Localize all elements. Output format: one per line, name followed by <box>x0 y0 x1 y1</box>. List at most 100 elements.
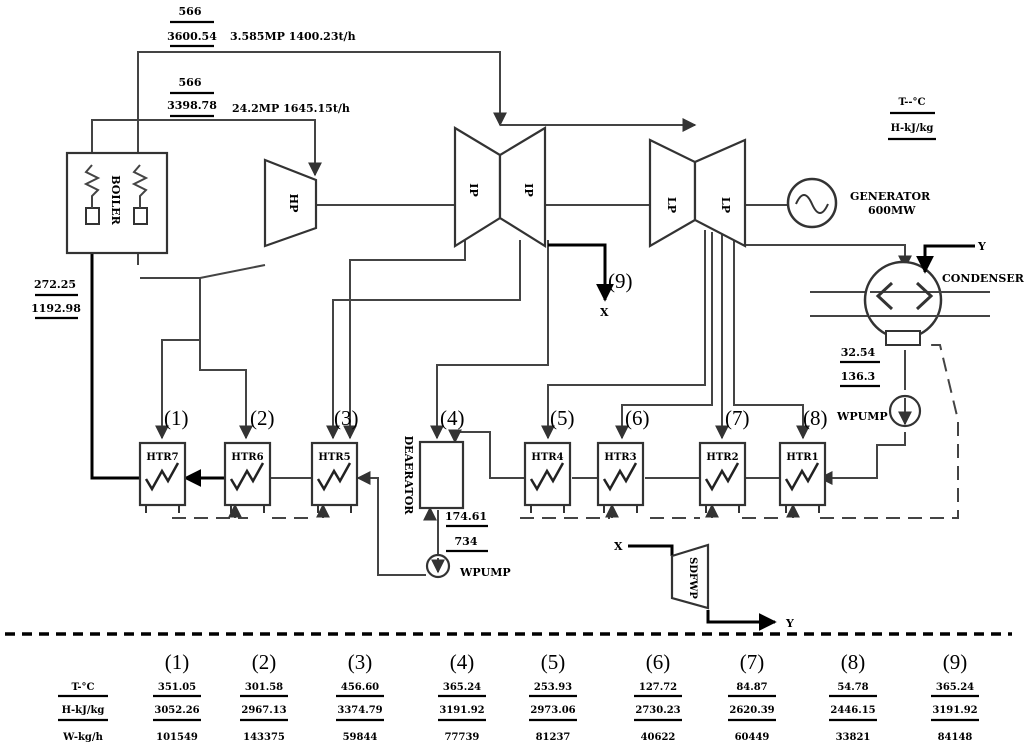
sdfwp-label: SDFWP <box>687 557 698 599</box>
condenser-label: CONDENSER <box>942 272 1024 285</box>
table-cell-enthalpy: 2973.06 <box>530 705 575 716</box>
units-legend: T--°C H-kJ/kg <box>888 97 936 141</box>
table-column-label: (3) <box>348 650 373 674</box>
extraction-label-8: (8) <box>803 406 828 430</box>
units-temperature: T--°C <box>898 97 925 108</box>
hp-label: HP <box>287 194 300 213</box>
heater-htr2: HTR2 <box>698 441 747 513</box>
table-column-label: (4) <box>450 650 475 674</box>
condensate-pump: WPUMP <box>836 394 922 428</box>
reheat-annotation: 566 3600.54 3.585MP 1400.23t/h <box>167 5 356 48</box>
table-cell-temperature: 127.72 <box>639 682 677 693</box>
drain-cascade <box>172 344 959 519</box>
extraction-label-5: (5) <box>550 406 575 430</box>
sdfwp-x-line <box>628 544 674 556</box>
generator-label-1: GENERATOR <box>850 190 931 203</box>
feedwater-annotation: 272.25 1192.98 <box>31 278 81 320</box>
extraction-label-2: (2) <box>250 406 275 430</box>
main-steam-line <box>91 119 322 177</box>
extraction-label-3: (3) <box>334 406 359 430</box>
table-cell-flow: 40622 <box>641 732 676 743</box>
condensate-enthalpy: 136.3 <box>841 370 875 383</box>
extraction-table: T-°C H-kJ/kg W-kg/h (1)351.053052.261015… <box>58 650 979 743</box>
extraction-label-group: (1) (2) (3) (4) (5) (6) (7) (8) <box>164 406 828 430</box>
table-cell-flow: 60449 <box>735 732 770 743</box>
condensate-pump-label: WPUMP <box>836 410 888 423</box>
deaerator: DEAERATOR <box>402 436 465 516</box>
table-cell-flow: 33821 <box>836 732 871 743</box>
heater-label: HTR5 <box>318 452 350 463</box>
table-cell-flow: 143375 <box>243 732 285 743</box>
boiler: BOILER <box>65 151 169 255</box>
condenser: CONDENSER Y <box>810 240 1024 346</box>
lp-right-label: LP <box>719 197 732 213</box>
main-steam-flow: 24.2MP 1645.15t/h <box>232 102 350 115</box>
heater-htr3: HTR3 <box>596 441 645 513</box>
table-cell-enthalpy: 3374.79 <box>337 705 382 716</box>
feedpump-to-htr5 <box>356 471 426 576</box>
deaerator-outlet-enthalpy: 734 <box>455 535 478 548</box>
units-enthalpy: H-kJ/kg <box>891 123 934 134</box>
table-cell-enthalpy: 2730.23 <box>635 705 680 716</box>
feed-pump: WPUMP <box>425 553 511 579</box>
water-piping <box>83 226 959 576</box>
heater-group: HTR7 HTR6 HTR5 HTR4 HTR3 HTR2 HTR1 <box>138 441 827 513</box>
cold-reheat-line <box>140 264 266 279</box>
heater-label: HTR3 <box>604 452 636 463</box>
heater-label: HTR4 <box>531 452 563 463</box>
sdfwp: SDFWP X Y <box>614 540 794 631</box>
table-column-label: (1) <box>165 650 190 674</box>
heater-htr6: HTR6 <box>223 441 272 513</box>
htr4-to-deaerator <box>448 429 525 479</box>
table-cell-flow: 81237 <box>536 732 571 743</box>
table-cell-temperature: 351.05 <box>158 682 196 693</box>
reheat-temperature: 566 <box>179 5 202 18</box>
ip-turbine: IP IP <box>453 126 547 248</box>
steam-piping <box>91 51 912 440</box>
reheat-flow: 3.585MP 1400.23t/h <box>230 30 356 43</box>
condenser-y-label: Y <box>977 240 986 253</box>
deaerator-label: DEAERATOR <box>402 436 415 516</box>
boiler-label: BOILER <box>109 175 122 225</box>
extraction-line-3b <box>326 240 521 440</box>
table-row-label-t: T-°C <box>72 682 95 693</box>
extraction-label-4: (4) <box>440 406 465 430</box>
feedwater-enthalpy: 1192.98 <box>31 302 81 315</box>
table-cell-flow: 84148 <box>938 732 973 743</box>
main-steam-enthalpy: 3398.78 <box>167 99 217 112</box>
extraction-9-x-label: X <box>600 306 609 319</box>
condensate-temperature: 32.54 <box>841 346 876 359</box>
table-cell-enthalpy: 2620.39 <box>729 705 774 716</box>
table-cell-enthalpy: 2967.13 <box>241 705 286 716</box>
heater-htr7: HTR7 <box>138 441 187 513</box>
table-row-label-w: W-kg/h <box>62 732 103 743</box>
extraction-line-8 <box>733 236 810 440</box>
feed-pump-label: WPUMP <box>459 566 511 579</box>
condensate-annotation: 32.54 136.3 <box>840 346 880 388</box>
table-column-label: (7) <box>740 650 765 674</box>
generator-label-2: 600MW <box>868 204 916 217</box>
extraction-line-6 <box>615 232 713 440</box>
extraction-label-7: (7) <box>725 406 750 430</box>
heater-label: HTR1 <box>786 452 818 463</box>
ip-right-label: IP <box>522 183 535 196</box>
table-cell-flow: 101549 <box>156 732 198 743</box>
condenser-y-input <box>916 244 975 274</box>
deaerator-outlet-temperature: 174.61 <box>445 510 487 523</box>
heater-label: HTR7 <box>146 452 178 463</box>
sdfwp-x-label: X <box>614 540 623 553</box>
extraction-line-9 <box>548 243 614 302</box>
extraction-label-1: (1) <box>164 406 189 430</box>
table-column-label: (2) <box>252 650 277 674</box>
ip-left-label: IP <box>467 183 480 196</box>
table-cell-flow: 59844 <box>343 732 378 743</box>
table-cell-enthalpy: 2446.15 <box>830 705 875 716</box>
heater-htr1: HTR1 <box>778 441 827 513</box>
